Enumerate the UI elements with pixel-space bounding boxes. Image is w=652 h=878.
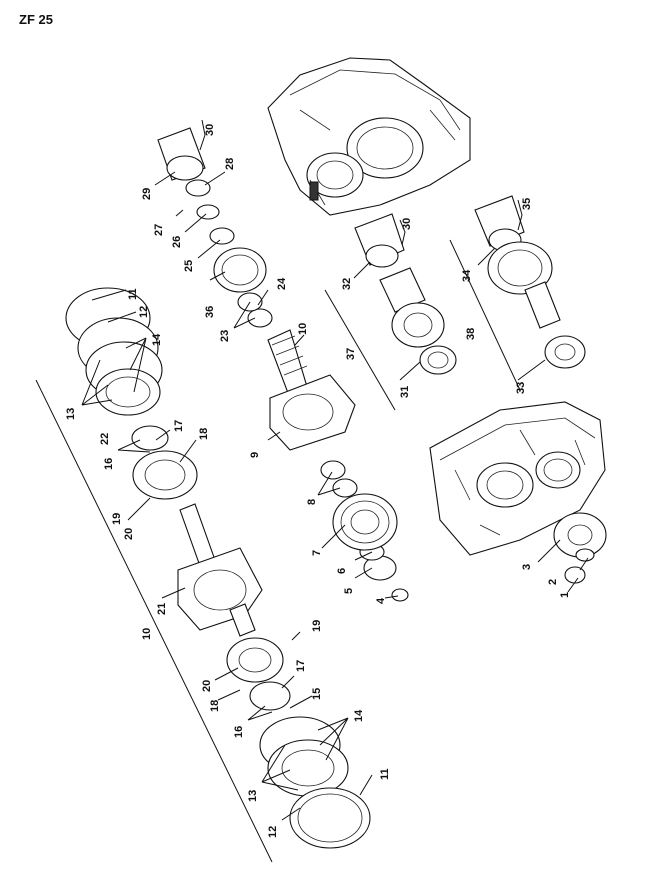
label-38: 38 [465, 328, 477, 340]
label-16-lower: 16 [233, 726, 245, 738]
label-30-upper: 30 [204, 124, 216, 136]
main-shaft-10 [267, 329, 356, 451]
label-2: 2 [547, 579, 559, 585]
label-26: 26 [171, 236, 183, 248]
label-29: 29 [141, 188, 153, 200]
label-36: 36 [204, 306, 216, 318]
upper-housing [267, 57, 471, 216]
label-18-upper: 18 [198, 428, 210, 440]
clutch-drum-21 [177, 503, 263, 637]
label-13-upper: 13 [65, 408, 77, 420]
label-12-upper: 12 [138, 306, 150, 318]
lower-housing [429, 401, 606, 556]
output-shaft-38 [474, 195, 586, 369]
lower-clutch-pack [226, 637, 371, 849]
label-16-upper: 16 [103, 458, 115, 470]
label-11-upper: 11 [127, 288, 139, 300]
label-17-lower: 17 [295, 660, 307, 672]
label-19-upper: 19 [111, 513, 123, 525]
output-flange-group [553, 512, 607, 584]
label-19-lower: 19 [311, 620, 323, 632]
label-14-upper: 14 [151, 333, 163, 346]
label-8: 8 [306, 499, 318, 505]
label-14-lower: 14 [353, 709, 365, 722]
label-22: 22 [99, 433, 111, 445]
label-4: 4 [375, 597, 387, 604]
label-12-lower: 12 [267, 826, 279, 838]
label-34: 34 [461, 269, 473, 282]
label-11-lower: 11 [379, 768, 391, 780]
upper-shaft-stack [157, 127, 273, 328]
gear-7 [332, 493, 398, 551]
label-1: 1 [559, 592, 571, 598]
group-bracket-left-line [35, 379, 273, 863]
label-28: 28 [224, 158, 236, 170]
label-13-lower: 13 [247, 790, 259, 802]
label-24: 24 [276, 277, 288, 290]
pinion-group [359, 543, 409, 602]
group-bracket-38-line [449, 239, 521, 391]
label-17-upper: 17 [173, 420, 185, 432]
group-bracket-37-line [324, 289, 396, 411]
label-35: 35 [521, 198, 533, 210]
upper-clutch-pack [65, 287, 198, 500]
label-10-lower: 10 [141, 628, 153, 640]
label-18-lower: 18 [209, 700, 221, 712]
label-31: 31 [399, 386, 411, 398]
label-25: 25 [183, 260, 195, 272]
label-6: 6 [336, 568, 348, 574]
label-32: 32 [341, 278, 353, 290]
label-15: 15 [311, 688, 323, 700]
label-33: 33 [515, 382, 527, 394]
label-7: 7 [311, 550, 323, 556]
label-27: 27 [153, 224, 165, 236]
part-labels: 1 2 3 4 5 6 7 8 9 10 11 12 13 14 16 17 1… [65, 124, 571, 838]
countershaft-37 [354, 213, 457, 375]
label-9: 9 [249, 452, 261, 458]
label-23: 23 [219, 330, 231, 342]
leader-lines [81, 119, 589, 821]
label-30-middle: 30 [401, 218, 413, 230]
label-20-lower: 20 [201, 680, 213, 692]
diagram-title: ZF 25 [19, 12, 53, 27]
bearing-8 [320, 460, 358, 498]
label-3: 3 [521, 564, 533, 570]
label-5: 5 [343, 588, 355, 594]
label-21: 21 [156, 603, 168, 615]
label-20-upper: 20 [123, 528, 135, 540]
label-37: 37 [345, 348, 357, 360]
label-10-upper: 10 [297, 323, 309, 335]
